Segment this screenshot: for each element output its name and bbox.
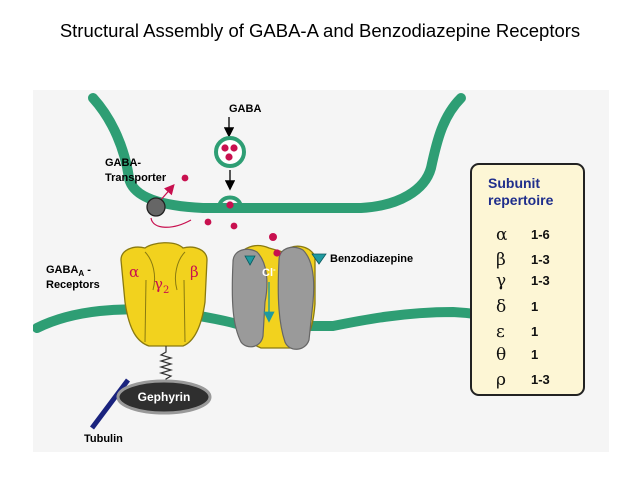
gephyrin-label: Gephyrin — [138, 390, 191, 404]
subunit-title-line2: repertoire — [488, 192, 554, 208]
subunit-count: 1 — [531, 299, 539, 314]
slide-title: Structural Assembly of GABA-A and Benzod… — [59, 20, 581, 41]
synapse-diagram: GABA GABA- Transporter GABAA - Receptors — [33, 93, 538, 445]
benzodiazepine-receptor: Cl- — [231, 244, 316, 350]
subunit-title-line1: Subunit — [488, 175, 541, 191]
subunit-symbol: θ — [496, 345, 507, 365]
subunit-count: 1-6 — [531, 227, 550, 242]
gaba-molecule — [181, 174, 189, 182]
chloride-label: Cl- — [262, 265, 276, 279]
gaba-a-receptor: α γ2 β — [120, 242, 208, 347]
presynaptic-membrane — [88, 93, 466, 213]
gephyrin — [116, 379, 212, 415]
gaba-transporter-icon — [146, 197, 166, 217]
subunit-count: 1-3 — [531, 252, 550, 267]
receptors-label-line2: Receptors — [46, 279, 100, 291]
subunit-symbol: ρ — [496, 370, 506, 390]
tubulin-label: Tubulin — [84, 433, 123, 445]
subunit-count: 1 — [531, 347, 539, 362]
gaba-molecule — [230, 222, 238, 230]
fusing-vesicle — [217, 195, 243, 209]
receptors-label-subscript: A — [78, 269, 84, 278]
benzodiazepine-label: Benzodiazepine — [330, 253, 413, 265]
transporter-label-line1: GABA- — [105, 157, 141, 169]
subunit-row-beta: β 1-3 — [472, 250, 587, 274]
reuptake-path — [150, 217, 192, 228]
gaba-molecule — [204, 218, 212, 226]
receptors-label-suffix: - — [84, 264, 91, 276]
anchoring-linker — [158, 346, 174, 384]
receptors-label-main: GABA — [46, 264, 78, 276]
gamma-subunit-label: γ2 — [154, 275, 169, 296]
benzodiazepine-bound-marker — [244, 255, 256, 266]
gaba-molecule — [226, 201, 234, 209]
beta-subunit-label: β — [190, 263, 199, 281]
gaba-molecule — [225, 153, 233, 161]
subunit-row-alpha: α 1-6 — [472, 225, 587, 249]
subunit-symbol: ε — [496, 322, 505, 342]
gaba-label: GABA — [229, 103, 261, 115]
subunit-row-rho: ρ 1-3 — [472, 370, 587, 394]
subunit-repertoire-title: Subunit repertoire — [488, 175, 583, 209]
subunit-row-theta: θ 1 — [472, 345, 587, 369]
subunit-count: 1-3 — [531, 273, 550, 288]
synaptic-vesicle — [214, 136, 246, 168]
alpha-subunit-label: α — [129, 263, 139, 281]
benzodiazepine-legend-icon — [311, 253, 327, 265]
subunit-row-delta: δ 1 — [472, 297, 587, 321]
subunit-count: 1-3 — [531, 372, 550, 387]
gaba-molecule — [221, 144, 229, 152]
subunit-row-epsilon: ε 1 — [472, 322, 587, 346]
subunit-symbol: β — [496, 250, 506, 270]
subunit-symbol: δ — [496, 297, 507, 317]
subunit-count: 1 — [531, 324, 539, 339]
gaba-molecule — [269, 233, 277, 241]
transporter-label-line2: Transporter — [105, 172, 167, 184]
gaba-bound-molecule — [273, 249, 281, 257]
tubulin-filament — [90, 378, 130, 430]
receptors-label: GABAA - — [46, 264, 91, 278]
subunit-repertoire-box: Subunit repertoire α 1-6 β 1-3 γ 1-3 δ 1… — [470, 163, 585, 396]
gaba-molecule — [230, 144, 238, 152]
subunit-symbol: γ — [496, 271, 507, 291]
subunit-symbol: α — [496, 225, 508, 245]
subunit-row-gamma: γ 1-3 — [472, 271, 587, 295]
